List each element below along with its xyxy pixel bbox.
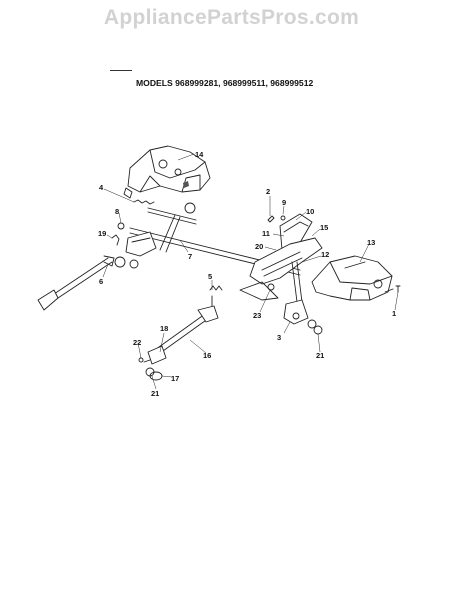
part-16-lower-rod [143, 305, 219, 377]
part-8-washer [117, 222, 125, 230]
callout-5: 5 [208, 272, 212, 281]
callout-6: 6 [99, 277, 103, 286]
callout-2: 2 [266, 187, 270, 196]
callout-14: 14 [195, 150, 204, 159]
part-4-clip [133, 199, 155, 205]
callout-15: 15 [320, 223, 328, 232]
part-23-nut [267, 283, 275, 291]
part-1-screw [395, 285, 401, 293]
callout-20: 20 [255, 242, 263, 251]
part-21-clip-right [313, 325, 323, 335]
callout-21-right: 21 [316, 351, 324, 360]
part-6-rod [37, 255, 115, 311]
callout-18: 18 [160, 324, 168, 333]
callout-13: 13 [367, 238, 375, 247]
part-19-clip [111, 234, 120, 246]
callout-3: 3 [277, 333, 281, 342]
leader-lines [102, 153, 399, 390]
part-22-pin [138, 357, 144, 363]
callout-11: 11 [262, 229, 270, 238]
callout-9: 9 [282, 198, 286, 207]
part-14-bracket [123, 145, 211, 199]
part-12-pedal-arm [239, 237, 323, 311]
part-3-link [283, 299, 317, 329]
callout-10: 10 [306, 207, 314, 216]
callout-8: 8 [115, 207, 119, 216]
part-13-bracket [311, 255, 394, 301]
models-heading: MODELS 968999281, 968999511, 968999512 [136, 78, 314, 88]
callout-4: 4 [99, 183, 104, 192]
callout-22: 22 [133, 338, 141, 347]
callout-17: 17 [171, 374, 179, 383]
callout-21-lower: 21 [151, 389, 159, 398]
left-lever-assembly [114, 231, 157, 269]
callout-7: 7 [188, 252, 192, 261]
callout-16: 16 [203, 351, 211, 360]
callout-12: 12 [321, 250, 329, 259]
part-10-pedal-pad [267, 213, 313, 251]
header-rule [110, 70, 132, 71]
callout-1: 1 [392, 309, 396, 318]
watermark-title: AppliancePartsPros.com [103, 6, 360, 29]
callout-19: 19 [98, 229, 106, 238]
callout-23: 23 [253, 311, 261, 320]
